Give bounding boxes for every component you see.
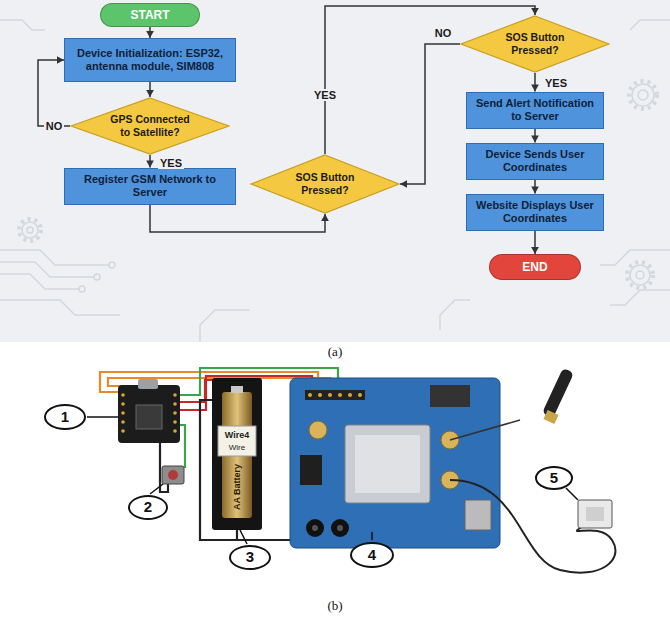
flow-connector <box>400 44 460 188</box>
flow-connector <box>150 205 329 233</box>
edge-label: YES <box>158 157 184 169</box>
figure-caption: (a) <box>328 344 342 360</box>
process-box: Website Displays User Coordinates <box>466 194 604 231</box>
edge-label: NO <box>44 120 65 132</box>
node-label: Device Initialization: ESP32, antenna mo… <box>70 47 230 73</box>
callout-number: 5 <box>550 469 558 487</box>
figure-caption: (b) <box>327 598 342 614</box>
decision-diamond: SOS Button Pressed? <box>460 15 610 73</box>
node-label: GPS Connected to Satellite? <box>105 113 195 138</box>
node-label: SOS Button Pressed? <box>283 171 367 196</box>
edge-label: YES <box>543 77 569 89</box>
battery-label: Wire <box>229 443 245 452</box>
node-label: SOS Button Pressed? <box>493 31 577 56</box>
battery-label: Wire4 <box>225 430 249 440</box>
flow-connector <box>531 180 539 194</box>
node-label: Device Sends User Coordinates <box>472 148 598 174</box>
node-label: Send Alert Notification to Server <box>472 97 598 123</box>
flow-connector <box>146 82 154 97</box>
flow-connector <box>146 155 154 168</box>
callout-number: 4 <box>368 546 376 564</box>
flow-connector <box>531 129 539 143</box>
callout-number: 2 <box>128 495 168 520</box>
callout-number: 1 <box>44 404 86 430</box>
node-label: Website Displays User Coordinates <box>472 199 598 225</box>
process-box: Device Initialization: ESP32, antenna mo… <box>64 38 236 82</box>
battery-label: AA Battery <box>232 464 242 510</box>
flow-connector <box>531 231 539 255</box>
callout-number: 4 <box>350 542 394 568</box>
process-box: Register GSM Network to Server <box>64 168 236 205</box>
decision-diamond: GPS Connected to Satellite? <box>70 97 230 155</box>
node-label: START <box>130 8 169 22</box>
decision-diamond: SOS Button Pressed? <box>250 154 400 214</box>
callout-number: 3 <box>246 548 254 566</box>
callout-number: 1 <box>61 408 69 426</box>
process-box: Send Alert Notification to Server <box>466 92 604 129</box>
callout-number: 2 <box>144 498 152 516</box>
callout-number: 5 <box>535 466 573 490</box>
process-box: Device Sends User Coordinates <box>466 143 604 180</box>
edge-label: NO <box>433 27 454 39</box>
node-label: END <box>522 260 547 274</box>
node-label: Register GSM Network to Server <box>70 173 230 199</box>
end-terminal: END <box>489 254 581 280</box>
flow-connector <box>531 73 539 92</box>
flow-connector <box>146 27 154 38</box>
edge-label: YES <box>312 89 338 101</box>
start-terminal: START <box>100 3 200 27</box>
callout-number: 3 <box>229 545 271 570</box>
